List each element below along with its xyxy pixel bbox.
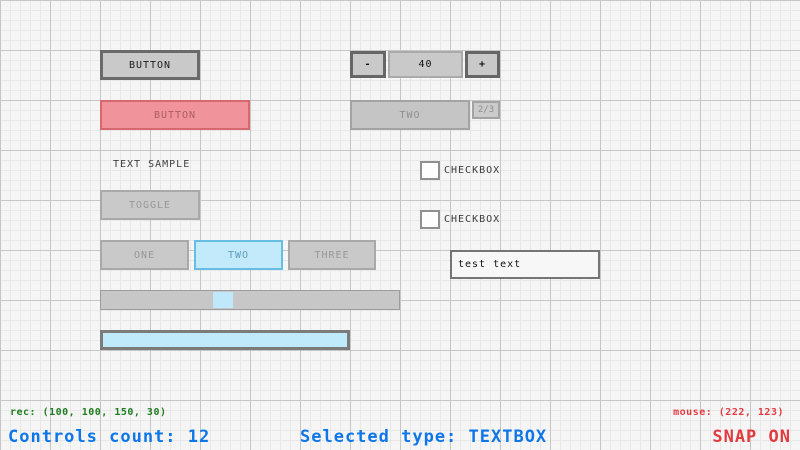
- sample-button[interactable]: BUTTON: [100, 50, 200, 80]
- checkbox-1[interactable]: [420, 161, 440, 180]
- tab-three[interactable]: THREE: [288, 240, 376, 270]
- mouse-position-status: mouse: (222, 123): [673, 407, 784, 418]
- selected-rect-status: rec: (100, 100, 150, 30): [10, 407, 167, 418]
- spinner-value-field[interactable]: 40: [388, 51, 463, 78]
- tab-two-active[interactable]: TWO: [194, 240, 283, 270]
- tab-one[interactable]: ONE: [100, 240, 189, 270]
- textbox-input[interactable]: test text: [450, 250, 600, 279]
- selected-type-status: Selected type: TEXTBOX: [300, 427, 548, 447]
- controls-count-status: Controls count: 12: [8, 427, 211, 447]
- progress-bar: [100, 330, 350, 350]
- toggle-button[interactable]: TOGGLE: [100, 190, 200, 220]
- slider-handle[interactable]: [213, 292, 233, 308]
- checkbox-row-1: CHECKBOX: [420, 161, 500, 180]
- sample-button-pressed[interactable]: BUTTON: [100, 100, 250, 130]
- spinner-increment-button[interactable]: +: [465, 51, 500, 78]
- checkbox-row-2: CHECKBOX: [420, 210, 500, 229]
- snap-mode-status[interactable]: SNAP ON: [712, 427, 791, 447]
- checkbox-2-label: CHECKBOX: [444, 214, 501, 225]
- dropdown-index-badge: 2/3: [472, 101, 500, 119]
- slider-track[interactable]: [100, 290, 400, 310]
- spinner-decrement-button[interactable]: -: [350, 51, 386, 78]
- text-sample-label: TEXT SAMPLE: [113, 159, 191, 170]
- checkbox-1-label: CHECKBOX: [444, 165, 501, 176]
- dropdown-selected-value[interactable]: TWO: [350, 100, 470, 130]
- checkbox-2[interactable]: [420, 210, 440, 229]
